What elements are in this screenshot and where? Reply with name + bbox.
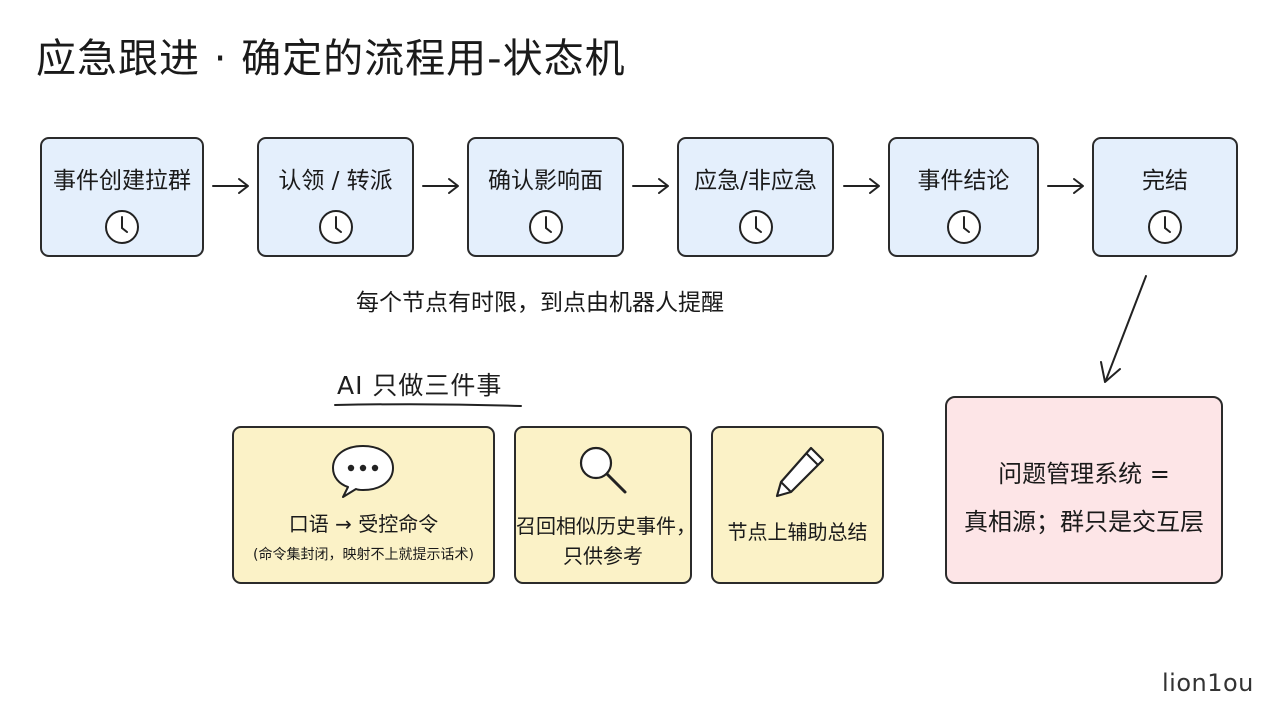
- speech-bubble-icon: [332, 445, 394, 498]
- truth-line-1: 问题管理系统 =: [998, 460, 1170, 488]
- flow-caption: 每个节点有时限，到点由机器人提醒: [356, 290, 724, 316]
- flow-arrow: [1047, 178, 1084, 194]
- source-of-truth-box: 问题管理系统 = 真相源；群只是交互层: [945, 396, 1223, 584]
- flow-arrow: [632, 178, 669, 194]
- flow-step-claim-reassign: 认领 / 转派: [257, 137, 414, 257]
- flow-step-closed: 完结: [1092, 137, 1238, 257]
- step-label: 确认影响面: [488, 168, 603, 194]
- clock-icon: [318, 210, 353, 244]
- flow-step-emergency-decision: 应急/非应急: [677, 137, 834, 257]
- flow-step-create-group: 事件创建拉群: [40, 137, 204, 257]
- ai-card-text: 口语 → 受控命令: [288, 512, 439, 536]
- magnifier-icon: [579, 446, 627, 494]
- flow-step-conclusion: 事件结论: [888, 137, 1039, 257]
- step-label: 应急/非应急: [694, 168, 817, 194]
- ai-card-recall-history: 召回相似历史事件， 只供参考: [514, 426, 696, 584]
- clock-icon: [528, 210, 563, 244]
- pencil-icon: [775, 446, 825, 498]
- ai-section-heading: AI 只做三件事: [337, 371, 503, 400]
- step-label: 事件结论: [917, 168, 1010, 194]
- step-label: 认领 / 转派: [278, 168, 393, 194]
- page-title: 应急跟进 · 确定的流程用-状态机: [36, 36, 626, 82]
- ai-card-command-mapping: 口语 → 受控命令 (命令集封闭，映射不上就提示话术): [232, 426, 495, 584]
- clock-icon: [1148, 210, 1182, 244]
- author-signature: lion1ou: [1162, 669, 1254, 697]
- ai-card-text-line-2: 只供参考: [563, 544, 643, 568]
- step-label: 完结: [1142, 168, 1188, 194]
- flow-step-confirm-impact: 确认影响面: [467, 137, 624, 257]
- ai-card-text: 节点上辅助总结: [727, 520, 868, 544]
- clock-icon: [946, 210, 981, 244]
- flow-arrow: [843, 178, 880, 194]
- flow-arrow: [422, 178, 459, 194]
- flow-arrow: [212, 178, 249, 194]
- step-label: 事件创建拉群: [53, 168, 191, 194]
- heading-underline: [334, 403, 522, 407]
- ai-card-text-line-1: 召回相似历史事件，: [516, 514, 696, 538]
- ai-card-subtext: (命令集封闭，映射不上就提示话术): [253, 547, 474, 563]
- truth-line-2: 真相源；群只是交互层: [964, 508, 1204, 536]
- clock-icon: [105, 210, 139, 244]
- diagonal-arrow: [1100, 275, 1147, 383]
- clock-icon: [738, 210, 773, 244]
- ai-card-assist-summary: 节点上辅助总结: [711, 426, 884, 584]
